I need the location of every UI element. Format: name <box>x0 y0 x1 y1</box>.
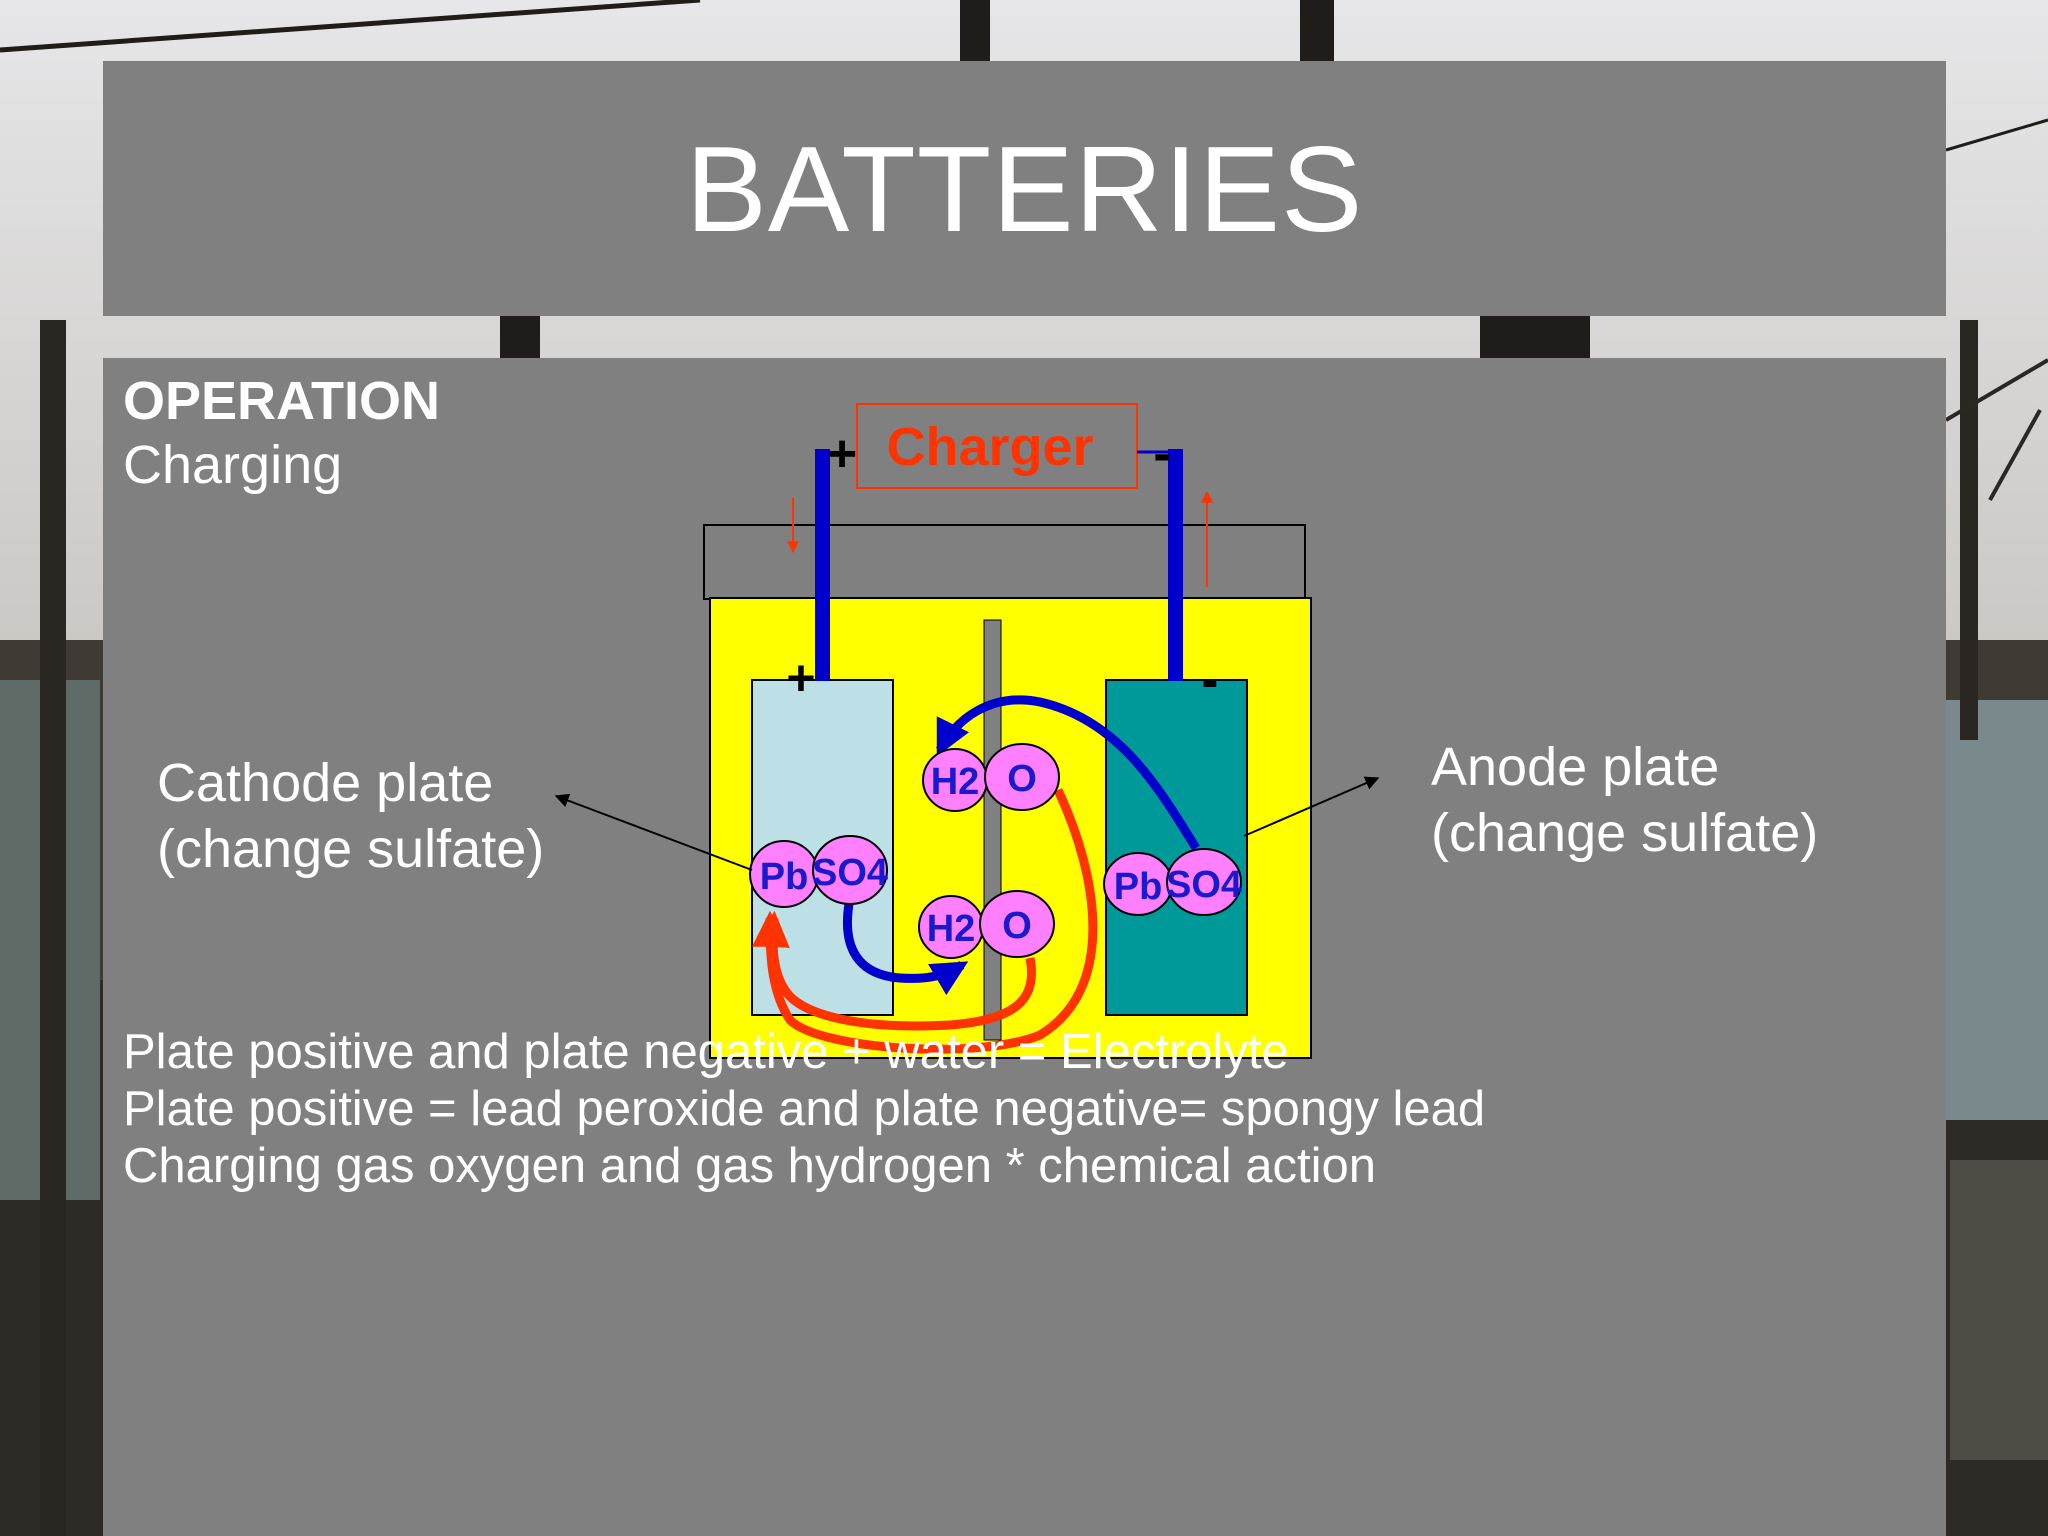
battery-lid <box>703 524 1306 600</box>
anode-plate <box>1105 679 1248 1016</box>
sulfate-transfer-arrow-upper <box>935 695 1200 851</box>
cathode-pointer-arrow <box>554 793 753 871</box>
anode-pointer-arrow <box>1243 776 1380 837</box>
sulfate-transfer-arrow-lower <box>842 897 969 996</box>
svg-text:Pb: Pb <box>760 856 809 898</box>
title-bar: BATTERIES <box>103 61 1946 316</box>
svg-text:H2: H2 <box>931 761 980 803</box>
separator <box>983 619 1002 1041</box>
anode-label-line2: (change sulfate) <box>1431 803 1819 863</box>
cathode-label-line1: Cathode plate <box>157 753 494 813</box>
plate-positive-sign: + <box>786 650 815 706</box>
anode-label-line1: Anode plate <box>1431 737 1720 797</box>
svg-text:H2: H2 <box>927 908 976 950</box>
slide-title: BATTERIES <box>685 120 1364 257</box>
pb-molecule-cathode: Pb <box>749 840 819 908</box>
o-molecule-lower: O <box>979 890 1055 958</box>
svg-text:Pb: Pb <box>1114 866 1163 908</box>
so4-molecule-anode: SO4 <box>1166 848 1242 916</box>
positive-terminal <box>815 449 830 681</box>
svg-text:O: O <box>1007 758 1037 800</box>
body-line-2: Plate positive = lead peroxide and plate… <box>123 1082 1486 1136</box>
body-text: Plate positive and plate negative + wate… <box>123 1024 1485 1195</box>
plate-negative-sign: - <box>1202 652 1219 708</box>
charger-positive-sign: + <box>827 425 857 483</box>
o-molecule-upper: O <box>984 743 1060 811</box>
cathode-label: Cathode plate (change sulfate) <box>157 750 544 882</box>
so4-molecule-cathode: SO4 <box>812 835 888 905</box>
charger-label: Charger <box>886 417 1093 477</box>
section-heading: OPERATION <box>123 371 441 431</box>
body-line-1: Plate positive and plate negative + wate… <box>123 1025 1289 1079</box>
oxygen-return-arrow-outer <box>752 788 1098 1054</box>
pb-molecule-anode: Pb <box>1103 852 1173 916</box>
svg-text:O: O <box>1002 905 1032 947</box>
negative-terminal <box>1168 449 1183 681</box>
h2-molecule-lower: H2 <box>918 895 984 959</box>
body-line-3: Charging gas oxygen and gas hydrogen * c… <box>123 1139 1377 1193</box>
oxygen-return-arrow-inner <box>753 910 1036 1031</box>
h2-molecule-upper: H2 <box>922 748 988 812</box>
charger-negative-sign: - <box>1153 425 1170 483</box>
svg-text:SO4: SO4 <box>1166 864 1242 906</box>
section-subheading: Charging <box>123 435 343 495</box>
anode-label: Anode plate (change sulfate) <box>1431 734 1818 866</box>
charger-box <box>856 403 1138 489</box>
cathode-label-line2: (change sulfate) <box>157 819 545 879</box>
svg-text:SO4: SO4 <box>812 852 888 894</box>
